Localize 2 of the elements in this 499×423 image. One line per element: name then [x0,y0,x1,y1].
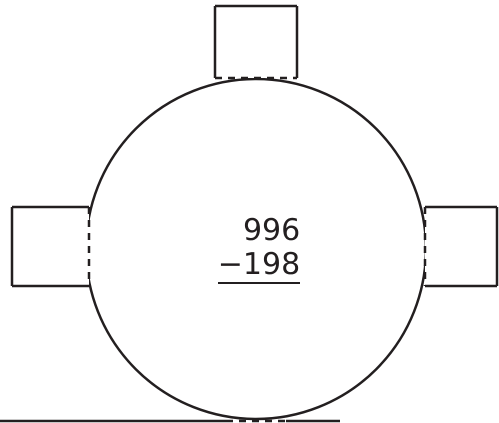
subtrahend-number: −198 [218,248,300,284]
minuend-number: 996 [242,214,300,248]
